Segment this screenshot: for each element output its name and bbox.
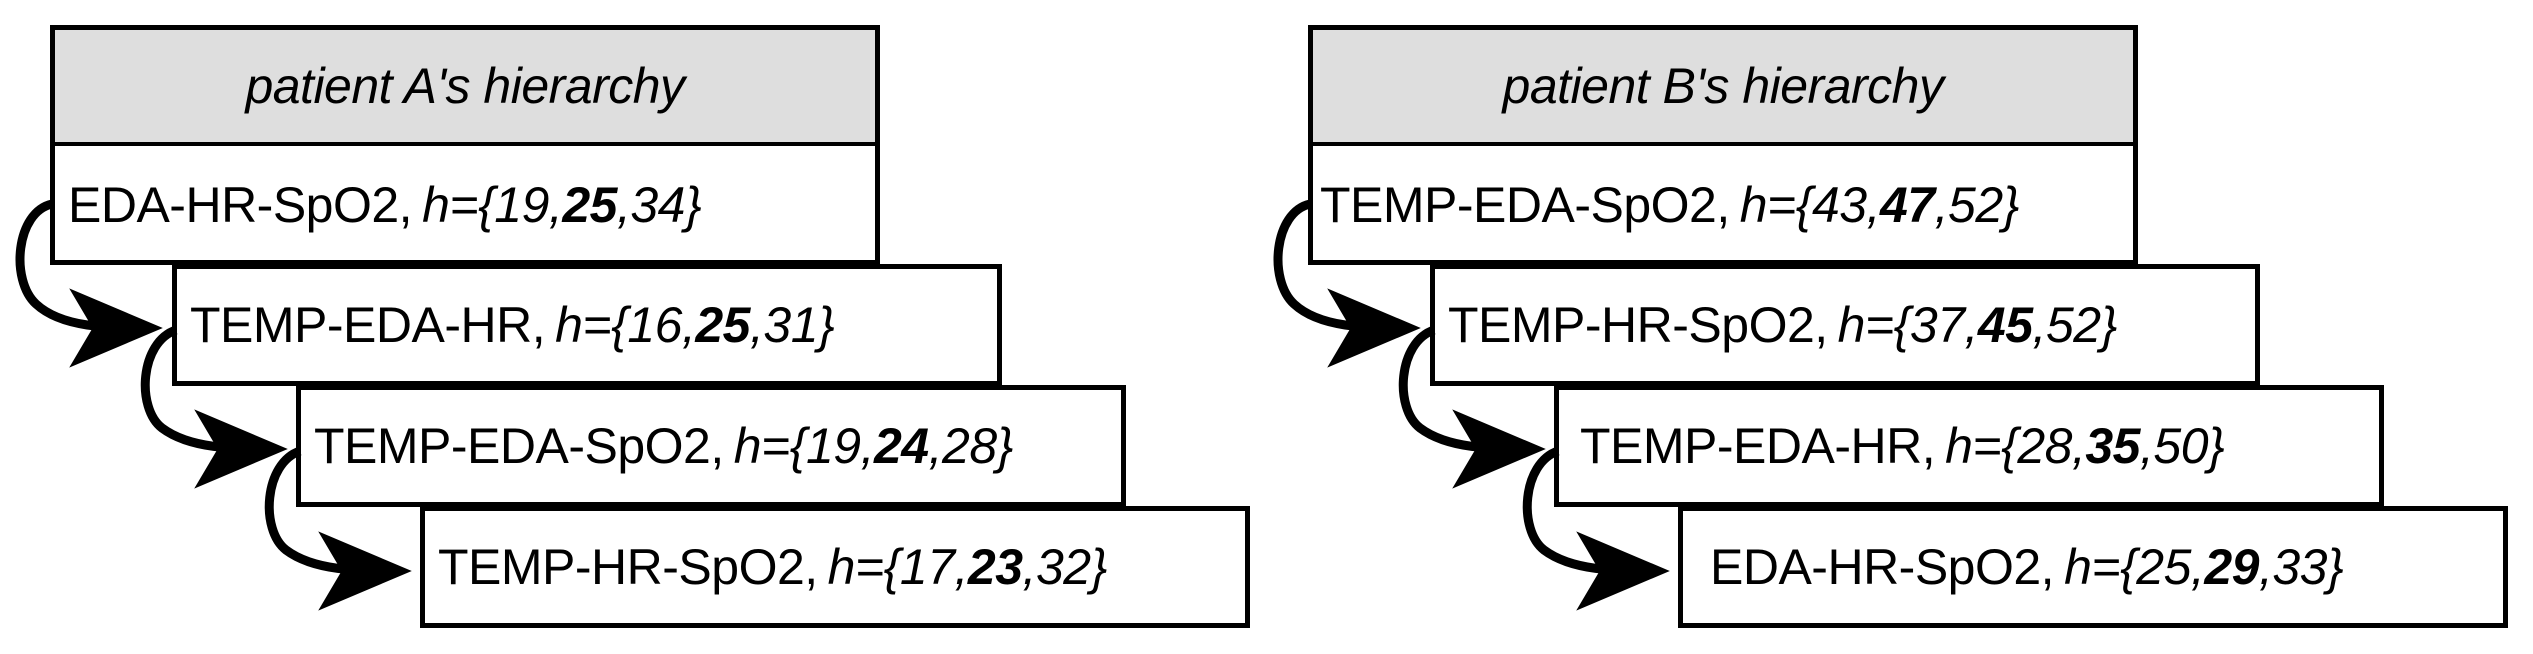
- entropy-expression: h={17,23,32}: [827, 539, 1108, 595]
- entropy-expression: h={19,24,28}: [733, 418, 1014, 474]
- combo-label: TEMP-HR-SpO2,: [438, 539, 818, 595]
- hierarchy-b-header-label: patient B's hierarchy: [1502, 58, 1944, 114]
- hierarchy-b-box-4: [1678, 506, 2508, 628]
- hierarchy-b-row-4-text: EDA-HR-SpO2, h={25,29,33}: [1710, 506, 2344, 628]
- hierarchy-a-box-4: [420, 506, 1250, 628]
- entropy-expression: h={25,29,33}: [2064, 539, 2344, 595]
- entropy-expression: h={19,25,34}: [422, 177, 702, 233]
- hierarchy-b-row-1-text: TEMP-EDA-SpO2, h={43,47,52}: [1320, 146, 2019, 264]
- combo-label: EDA-HR-SpO2,: [1710, 539, 2055, 595]
- hierarchy-a-header-label: patient A's hierarchy: [245, 58, 685, 114]
- hierarchy-a-row-4-text: TEMP-HR-SpO2, h={17,23,32}: [438, 506, 1107, 628]
- hierarchy-a-header: patient A's hierarchy: [50, 25, 880, 146]
- hierarchy-a-row-2-text: TEMP-EDA-HR, h={16,25,31}: [190, 264, 835, 386]
- hierarchy-b-box-3: [1554, 385, 2384, 507]
- entropy-expression: h={43,47,52}: [1739, 177, 2020, 233]
- entropy-expression: h={37,45,52}: [1837, 297, 2118, 353]
- combo-label: TEMP-EDA-HR,: [1580, 418, 1936, 474]
- hierarchy-a-box-2: [172, 264, 1002, 386]
- combo-label: TEMP-HR-SpO2,: [1448, 297, 1828, 353]
- entropy-expression: h={28,35,50}: [1945, 418, 2225, 474]
- combo-label: EDA-HR-SpO2,: [68, 177, 413, 233]
- combo-label: TEMP-EDA-HR,: [190, 297, 546, 353]
- combo-label: TEMP-EDA-SpO2,: [314, 418, 724, 474]
- entropy-expression: h={16,25,31}: [555, 297, 835, 353]
- hierarchy-a-box-3: [296, 385, 1126, 507]
- hierarchy-a-row-1-text: EDA-HR-SpO2, h={19,25,34}: [68, 146, 702, 264]
- hierarchy-a-row-3-text: TEMP-EDA-SpO2, h={19,24,28}: [314, 385, 1013, 507]
- hierarchy-b-row-2-text: TEMP-HR-SpO2, h={37,45,52}: [1448, 264, 2117, 386]
- hierarchy-b-header: patient B's hierarchy: [1308, 25, 2138, 146]
- hierarchy-b-box-2: [1430, 264, 2260, 386]
- combo-label: TEMP-EDA-SpO2,: [1320, 177, 1730, 233]
- hierarchy-b-row-3-text: TEMP-EDA-HR, h={28,35,50}: [1580, 385, 2225, 507]
